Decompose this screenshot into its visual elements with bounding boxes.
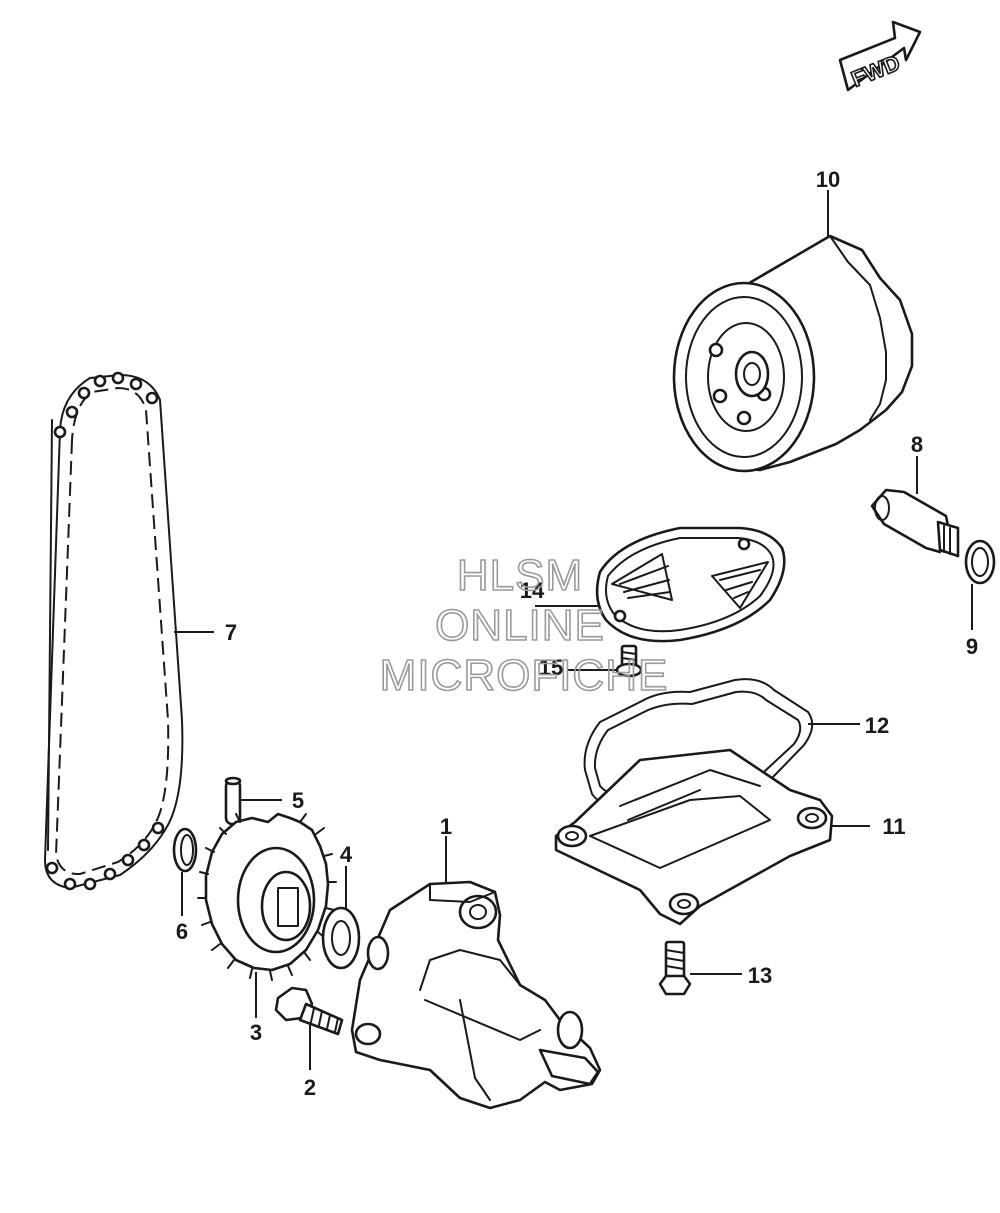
watermark-line1: HLSM <box>457 551 583 600</box>
callout-2[interactable]: 2 <box>304 1075 316 1100</box>
oil-fitting-part[interactable] <box>870 488 960 558</box>
circlip-part[interactable] <box>172 827 198 873</box>
callout-3[interactable]: 3 <box>250 1020 262 1045</box>
o-ring-part[interactable] <box>964 539 996 585</box>
callout-12[interactable]: 12 <box>865 713 889 738</box>
watermark-line2: ONLINE <box>435 601 605 650</box>
fwd-arrow-icon: FWD <box>838 20 922 93</box>
callout-14[interactable]: 14 <box>520 578 545 603</box>
callout-8[interactable]: 8 <box>911 432 923 457</box>
oil-pan-cover-part[interactable] <box>554 748 834 926</box>
callout-6[interactable]: 6 <box>176 919 188 944</box>
callouts: 1 2 3 4 5 6 7 8 9 10 11 12 13 14 15 <box>176 167 978 1100</box>
watermark-line3: MICROFICHE <box>380 651 669 700</box>
strainer-bolt-part[interactable] <box>615 644 643 678</box>
chain-links-top <box>53 371 159 439</box>
callout-4[interactable]: 4 <box>340 842 353 867</box>
sprocket-bolt-part[interactable] <box>274 986 344 1036</box>
chain-links-bottom <box>45 821 165 891</box>
callout-15[interactable]: 15 <box>539 655 563 680</box>
washer-part[interactable] <box>321 906 361 970</box>
oil-pump-part[interactable] <box>350 880 602 1110</box>
callout-7[interactable]: 7 <box>225 620 237 645</box>
dowel-pin-part[interactable] <box>224 776 242 826</box>
leader-lines <box>174 190 973 1070</box>
callout-11[interactable]: 11 <box>882 814 905 839</box>
cover-bolt-part[interactable] <box>658 940 692 996</box>
oil-strainer-part[interactable] <box>595 526 786 643</box>
watermark: HLSM ONLINE MICROFICHE <box>379 550 669 701</box>
callout-1[interactable]: 1 <box>440 814 452 839</box>
callout-10[interactable]: 10 <box>816 167 840 192</box>
callout-9[interactable]: 9 <box>966 634 978 659</box>
callout-13[interactable]: 13 <box>748 963 772 988</box>
callout-5[interactable]: 5 <box>292 788 304 813</box>
oil-pump-sprocket-part[interactable] <box>197 812 337 981</box>
oil-filter-part[interactable] <box>672 234 914 473</box>
cam-chain-part[interactable] <box>44 371 184 891</box>
